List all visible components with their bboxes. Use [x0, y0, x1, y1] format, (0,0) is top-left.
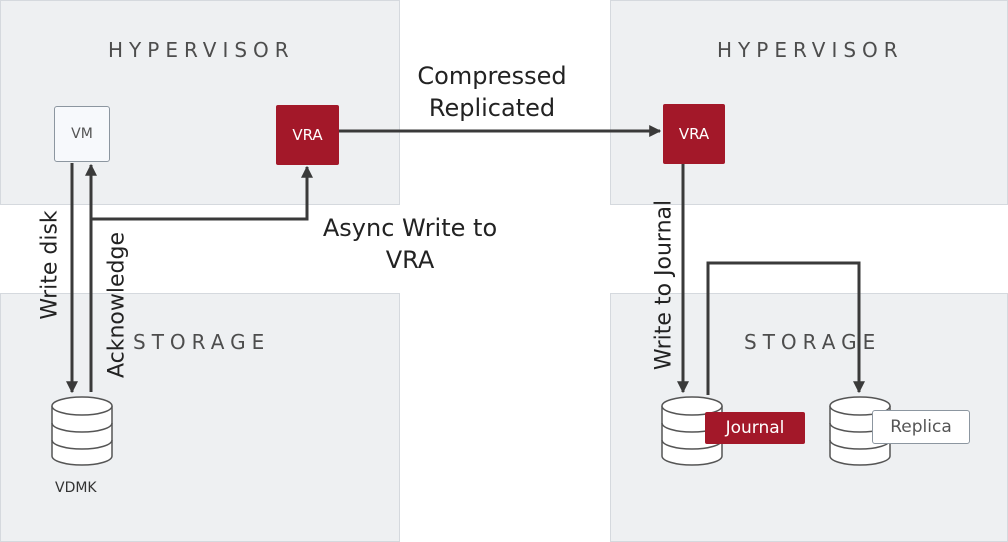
replica-label: Replica — [872, 410, 970, 444]
left-storage-title: STORAGE — [133, 330, 271, 354]
right-hypervisor-zone — [610, 0, 1008, 205]
acknowledge-label: Acknowledge — [104, 231, 130, 379]
async-write-arrow — [91, 165, 313, 221]
journal-to-replica-arrow — [706, 261, 865, 395]
transfer-label: Compressed Replicated — [417, 62, 567, 122]
write-journal-label: Write to Journal — [651, 199, 677, 371]
right-vra-node: VRA — [663, 104, 725, 164]
vdmk-disk-icon — [51, 396, 113, 466]
left-hypervisor-zone — [0, 0, 400, 205]
right-hypervisor-title: HYPERVISOR — [717, 38, 904, 62]
vm-node: VM — [54, 106, 110, 162]
write-disk-label: Write disk — [37, 210, 63, 320]
left-vra-node: VRA — [276, 105, 339, 165]
left-hypervisor-title: HYPERVISOR — [108, 38, 295, 62]
journal-label: Journal — [705, 412, 805, 444]
vdmk-label: VDMK — [55, 480, 97, 496]
right-storage-title: STORAGE — [744, 330, 882, 354]
async-write-label: Async Write to VRA — [322, 214, 498, 274]
